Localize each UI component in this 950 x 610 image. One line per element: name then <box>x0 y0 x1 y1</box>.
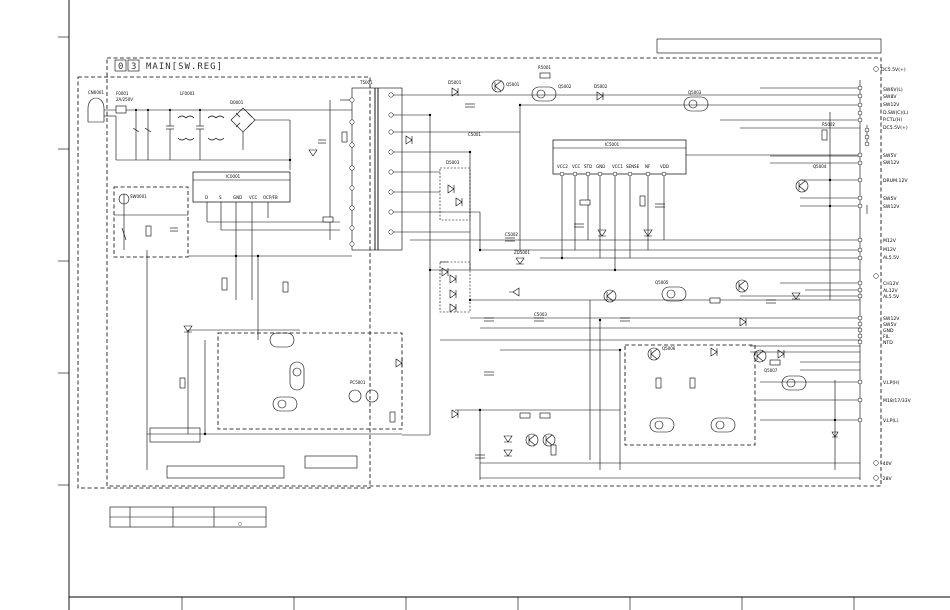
transistor-group: Q5001 Q5002 Q5003 Q5004 Q5005 Q5006 Q500… <box>269 79 827 447</box>
reg-ic-pin-std: STD <box>584 164 592 169</box>
net-label: SW12V <box>883 102 900 108</box>
net-label: SW5V <box>883 322 897 328</box>
transformer-label: T5001 <box>359 80 373 85</box>
ac-input-stage: CN0001 F0001 2A/250V LF0001 <box>87 90 352 161</box>
trans-q5006-label: Q5006 <box>662 346 676 351</box>
net-label: SW6V(L) <box>883 87 903 93</box>
ac-inlet-label: CN0001 <box>88 90 104 95</box>
net-label: SW8V <box>883 94 897 100</box>
output-connector-strip <box>857 66 879 481</box>
header-blank-box <box>656 38 882 54</box>
main-ic-label: IC0001 <box>226 174 241 179</box>
net-label: V.LP(L) <box>883 418 899 424</box>
trans-q5005-label: Q5005 <box>655 280 669 285</box>
secondary-diode-block: D5001 D5002 D5003 <box>439 80 608 313</box>
bridge-rectifier: D0001 <box>230 100 291 170</box>
fuse-rating-label: 2A/250V <box>116 97 133 102</box>
control-block <box>624 344 756 446</box>
diode-d5002-label: D5002 <box>594 84 608 89</box>
legend-cell-mark: ○ <box>238 522 242 527</box>
reg-ic-pin-nf: NF <box>645 164 651 169</box>
main-ic-pin-d: D <box>205 195 208 200</box>
net-label: DC5.5V(+) <box>881 67 906 73</box>
net-label: M12V <box>883 238 897 244</box>
primary-side-outline <box>77 76 371 489</box>
res-r5001-label: R5001 <box>538 65 551 70</box>
trans-q5004-label: Q5004 <box>813 164 827 169</box>
net-label: M18/17/33V <box>883 398 912 404</box>
cap-c5002-label: C5002 <box>505 232 518 237</box>
trans-q5007-label: Q5007 <box>764 368 778 373</box>
section-title: MAIN[SW.REG] <box>146 62 223 72</box>
res-r5002-label: R5002 <box>822 122 835 127</box>
net-label: SW12V <box>883 316 900 322</box>
net-label: SW5V <box>883 196 897 202</box>
net-label: FIL <box>883 334 890 340</box>
main-ic-pin-vcc: VCC <box>249 195 258 200</box>
net-label: AL5.5V <box>883 294 900 300</box>
page-frame <box>58 0 950 610</box>
zener-zd5001-label: ZD5001 <box>514 250 530 255</box>
section-number-2: 3 <box>131 62 136 72</box>
bridge-label: D0001 <box>230 100 244 105</box>
diode-d5003-label: D5003 <box>446 160 460 165</box>
net-label: SW12V <box>883 204 900 210</box>
main-ic-pin-ocp: OCP/FB <box>263 195 278 200</box>
main-switching-ic: IC0001 D S GND VCC OCP/FB <box>192 171 340 300</box>
photocoupler-block <box>217 332 403 430</box>
net-label: DRUM.12V <box>883 178 908 184</box>
reg-ic-pin-gnd: GND <box>596 164 605 169</box>
standby-switch: SW0001 <box>114 193 188 250</box>
line-filter-label: LF0001 <box>180 91 195 96</box>
net-label: -28V <box>881 476 893 482</box>
net-labels: DC5.5V(+) SW6V(L) SW8V SW12V D.SW(C)(L) … <box>881 67 912 482</box>
cap-c5003-label: C5003 <box>534 312 547 317</box>
primary-resistor <box>221 277 228 291</box>
junction-dots <box>203 103 837 436</box>
net-label: P.CTL(H) <box>883 117 902 123</box>
photocoupler-label: PC5001 <box>350 380 366 385</box>
net-label: GND <box>883 328 894 334</box>
trans-q5003-label: Q5003 <box>688 90 702 95</box>
reg-ic-label: IC5001 <box>605 142 620 147</box>
secondary-rails <box>393 87 860 480</box>
transformer: T5001 <box>308 80 403 251</box>
main-ic-pin-gnd: GND <box>233 195 242 200</box>
reg-ic-pin-vcc: VCC <box>572 164 581 169</box>
net-label: CH12V <box>883 281 900 287</box>
net-label: M12V <box>883 247 897 253</box>
net-label: AL5.5V <box>883 255 900 261</box>
net-label: D.SW(C)(L) <box>883 110 909 116</box>
net-label: V.LP(H) <box>883 380 900 386</box>
note-box-3 <box>304 455 358 469</box>
net-label: DC5.5V(+) <box>883 125 908 131</box>
trans-q5002-label: Q5002 <box>558 84 572 89</box>
net-label: AL12V <box>883 288 899 294</box>
main-ic-pin-s: S <box>219 195 222 200</box>
net-label: NTD <box>883 340 893 346</box>
regulator-ic: IC5001 VCC2 VCC STD GND VCC1 SENSE NF VD… <box>552 139 860 270</box>
note-box-2 <box>166 465 285 479</box>
net-label: SW12V <box>883 160 900 166</box>
legend-table: ○ <box>109 506 267 528</box>
section-title-group: 0 3 MAIN[SW.REG] <box>114 59 223 72</box>
reg-ic-pin-vcc1: VCC1 <box>612 164 623 169</box>
reg-ic-pin-vdd: VDD <box>660 164 669 169</box>
board-outline <box>106 57 882 487</box>
passive-components: R5001 R5002 C5001 C5002 C5003 <box>322 65 839 459</box>
switch-subblock <box>113 186 189 258</box>
note-box-1 <box>149 427 201 443</box>
net-label: SW5V <box>883 153 897 159</box>
fuse-label: F0001 <box>116 91 129 96</box>
reg-ic-pin-sense: SENSE <box>626 164 640 169</box>
net-label: -40V <box>881 461 893 467</box>
reg-ic-pin-vcc2: VCC2 <box>557 164 568 169</box>
switch-label: SW0001 <box>130 194 147 199</box>
section-number-1: 0 <box>118 62 123 72</box>
diode-d5001-label: D5001 <box>448 80 462 85</box>
trans-q5001-label: Q5001 <box>506 82 520 87</box>
cap-c5001-label: C5001 <box>468 132 481 137</box>
